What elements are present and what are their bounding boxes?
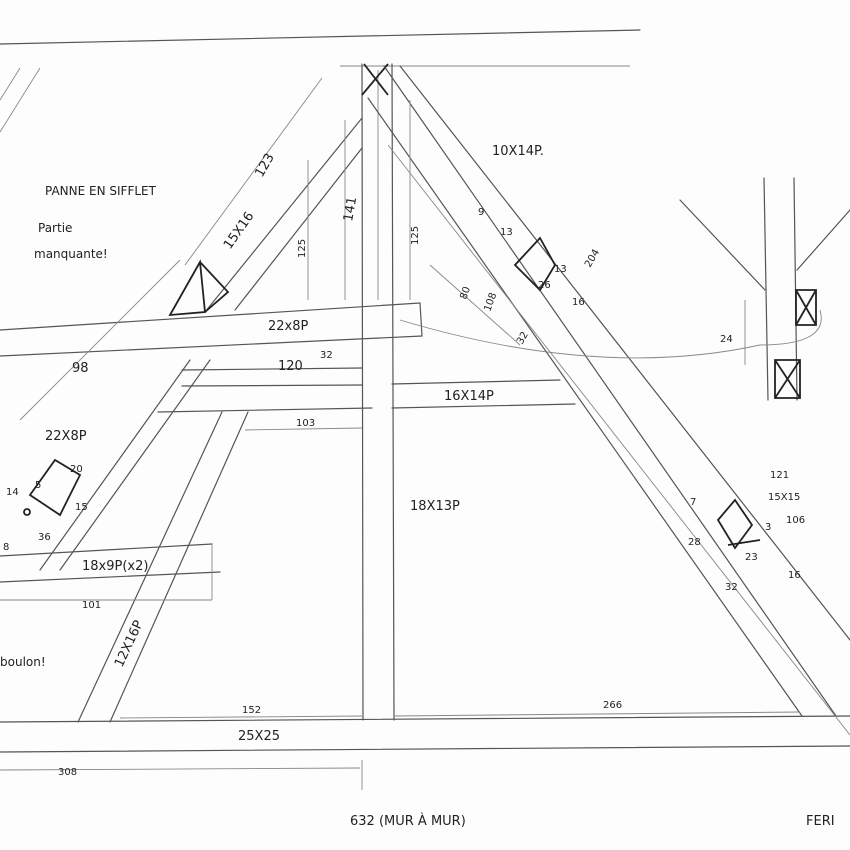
dim-120: 120	[278, 359, 303, 374]
note-manquante: manquante!	[34, 247, 108, 261]
dim-16-low: 16	[788, 570, 801, 581]
dim-14: 14	[6, 487, 19, 498]
dim-141: 141	[341, 196, 360, 223]
note-boulon: boulon!	[0, 655, 46, 669]
dim-13-side: 13	[554, 264, 567, 275]
dim-103: 103	[296, 418, 315, 429]
dim-266: 266	[603, 700, 622, 711]
section-18x13: 18X13P	[410, 499, 460, 514]
left-brace	[77, 411, 249, 723]
section-22x8-left: 22X8P	[45, 429, 87, 444]
section-16x14: 16X14P	[444, 389, 494, 404]
dim-28: 28	[688, 537, 701, 548]
dim-23: 23	[745, 552, 758, 563]
dim-7: 7	[690, 497, 696, 508]
dim-106: 106	[786, 515, 805, 526]
dim-121: 121	[770, 470, 789, 481]
section-15x16: 15X16	[221, 209, 257, 252]
note-ferme: FERI	[806, 814, 835, 829]
top-plank	[0, 29, 641, 133]
left-rafter	[39, 77, 363, 571]
dim-123: 123	[252, 151, 277, 180]
dim-80: 80	[458, 285, 473, 301]
lower-beam	[0, 543, 221, 600]
dim-26: 26	[538, 280, 551, 291]
section-12x16: 12X16P	[112, 618, 147, 670]
bolt-icon	[23, 508, 31, 516]
section-18x9: 18x9P(x2)	[82, 559, 148, 574]
section-15x15: 15X15	[768, 492, 800, 503]
dim-20: 20	[70, 464, 83, 475]
dim-152: 152	[242, 705, 261, 716]
dim-13-top: 13	[500, 227, 513, 238]
dim-204: 204	[583, 247, 602, 269]
note-partie: Partie	[38, 221, 72, 235]
dimension-lines	[0, 100, 801, 790]
dim-36: 36	[38, 532, 51, 543]
dim-5: 5	[35, 480, 41, 491]
tie-beam	[0, 302, 423, 357]
dim-101: 101	[82, 600, 101, 611]
note-mur-a-mur: 632 (MUR À MUR)	[350, 813, 466, 829]
dim-125-right: 125	[410, 226, 421, 245]
dim-98: 98	[72, 361, 89, 376]
dim-32-mid: 32	[515, 330, 531, 347]
bottom-beam	[0, 715, 850, 753]
dim-32-top: 32	[320, 350, 333, 361]
collar-beams	[157, 367, 576, 413]
dim-308: 308	[58, 767, 77, 778]
section-tie-beam: 22x8P	[268, 319, 309, 334]
dim-9: 9	[478, 207, 484, 218]
dim-15: 15	[75, 502, 88, 513]
king-post	[361, 63, 395, 721]
dim-125-left: 125	[297, 239, 308, 258]
note-panne-en-sifflet: PANNE EN SIFFLET	[45, 184, 157, 198]
joint-details	[23, 236, 761, 550]
right-section-detail	[399, 177, 850, 401]
dim-8: 8	[3, 542, 9, 553]
dim-3: 3	[765, 522, 771, 533]
section-10x14: 10X14P.	[492, 144, 544, 159]
right-rafter	[367, 65, 850, 736]
dim-24: 24	[720, 334, 733, 345]
dim-108: 108	[482, 291, 499, 313]
section-25x25: 25X25	[238, 729, 280, 744]
dim-32-low: 32	[725, 582, 738, 593]
dim-16-top: 16	[572, 297, 585, 308]
